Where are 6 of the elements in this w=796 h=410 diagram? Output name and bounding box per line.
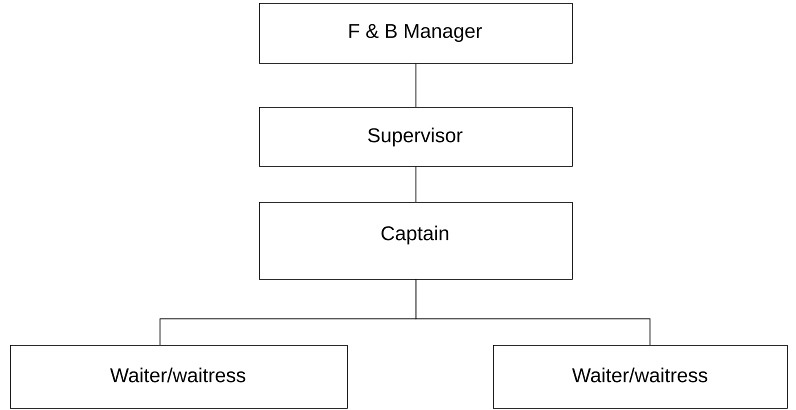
org-box: Supervisor	[259, 107, 573, 167]
org-box: F & B Manager	[259, 3, 573, 64]
org-box: Captain	[259, 202, 573, 280]
org-box: Waiter/waitress	[493, 345, 788, 409]
org-box: Waiter/waitress	[10, 345, 348, 409]
connector-line	[416, 279, 650, 346]
